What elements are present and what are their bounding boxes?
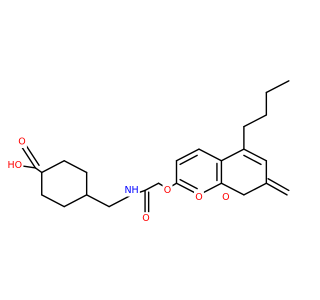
bond-lactone-co-a — [265, 182, 288, 196]
atom-label-ring-o: O — [195, 192, 202, 203]
bond-pyrone-4 — [243, 182, 268, 196]
bond-cyclohexane-5 — [41, 194, 65, 208]
bond-c-o-double-b — [24, 143, 40, 166]
bond-ring-ch2 — [85, 194, 110, 208]
bond-benzene-2 — [175, 148, 200, 162]
label-knockout — [162, 184, 173, 197]
molecule-structure: HO O NH O O O O — [6, 80, 290, 225]
bond-pyrone-2 — [243, 148, 268, 162]
label-knockout — [141, 212, 151, 225]
atom-label-ether-o: O — [164, 185, 171, 196]
bond-ch2-nh — [108, 194, 133, 208]
bond-carbonyl-ch2 — [144, 182, 160, 192]
label-knockout — [220, 191, 231, 204]
bond-cyclohexane-1 — [41, 160, 65, 174]
bond-c-oh — [23, 165, 37, 169]
bond-benzene-3 — [198, 148, 223, 162]
atom-label-acid-carbonyl-o: O — [18, 136, 25, 147]
bond-acid-ring — [34, 167, 43, 174]
bond-lactone-co-b — [267, 178, 290, 192]
bond-pyrone-1 — [220, 148, 245, 162]
bond-layer — [21, 80, 290, 214]
label-knockout — [17, 135, 27, 149]
bond-pyrone-2-inner — [243, 154, 262, 166]
atom-label-amide-o: O — [142, 213, 149, 224]
label-knockout — [6, 159, 24, 172]
bond-cyclohexane-4 — [63, 194, 88, 208]
bond-c-o-double-a — [21, 146, 37, 169]
bond-butyl-4 — [265, 80, 290, 94]
atom-label-layer: HO O NH O O O O — [6, 135, 231, 225]
label-knockout — [194, 191, 204, 204]
bond-benzene-6-inner — [179, 178, 198, 190]
bond-butyl-2 — [243, 114, 268, 128]
bond-benzene-2-inner — [179, 154, 198, 166]
atom-label-lactone-o: O — [222, 192, 229, 203]
bond-pyrone-5 — [220, 182, 245, 196]
bond-cyclohexane-2 — [63, 160, 88, 174]
label-knockout — [123, 184, 140, 197]
atom-label-amide-nh: NH — [124, 185, 138, 196]
structure-canvas: HO O NH O O O O — [6, 80, 290, 225]
atom-label-acid-oh: HO — [7, 160, 22, 171]
